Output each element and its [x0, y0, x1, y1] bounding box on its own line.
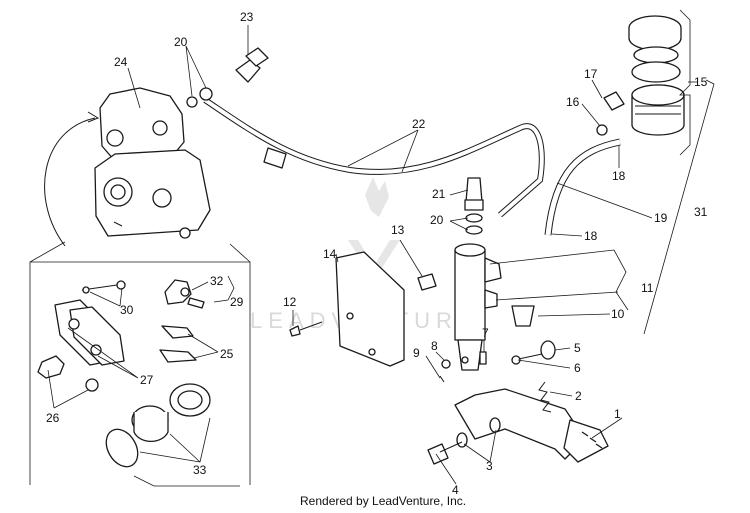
callout-31: 31: [694, 205, 708, 219]
boot[interactable]: [511, 305, 535, 327]
pad-springs[interactable]: [159, 325, 197, 363]
callout-7: 7: [482, 326, 489, 340]
detail-box-lead: [29, 241, 251, 263]
callout-10: 10: [611, 307, 625, 321]
brake-hose[interactable]: [203, 97, 545, 218]
callout-5: 5: [574, 341, 581, 355]
guard-bolt[interactable]: [289, 321, 323, 337]
callout-27: 27: [140, 373, 154, 387]
reservoir-bolt[interactable]: [596, 124, 608, 136]
reservoir-hose[interactable]: [544, 138, 621, 236]
callout-15: 15: [694, 75, 708, 89]
leader-lines: [47, 9, 715, 487]
spacer[interactable]: [417, 273, 437, 291]
hose-fitting[interactable]: [464, 177, 484, 211]
banjo-bolt-top[interactable]: [235, 47, 269, 83]
callout-4: 4: [452, 483, 459, 497]
caliper-detail-box: [29, 261, 251, 485]
callout-19: 19: [654, 211, 668, 225]
piston-and-seals[interactable]: [100, 383, 211, 472]
callout-14: 14: [323, 247, 337, 261]
brake-pedal[interactable]: [454, 388, 609, 463]
callout-6: 6: [574, 361, 581, 375]
callout-26: 26: [46, 411, 60, 425]
callout-labels: 1 2 3 3 4 5 6 7 8 9 10 11 12 13 14 15 16…: [46, 10, 708, 497]
callout-33: 33: [193, 463, 207, 477]
callout-20-mid: 20: [430, 213, 444, 227]
master-cylinder-guard[interactable]: [335, 251, 405, 367]
callout-21: 21: [432, 187, 446, 201]
callout-18-mid: 18: [584, 229, 598, 243]
callout-25: 25: [220, 347, 234, 361]
callout-2: 2: [575, 389, 582, 403]
callout-18-top: 18: [612, 169, 626, 183]
brake-reservoir[interactable]: [628, 15, 685, 136]
arrow-head: [87, 111, 100, 123]
pedal-bolt-nut[interactable]: [511, 340, 556, 365]
callout-9: 9: [413, 346, 420, 360]
callout-1: 1: [614, 407, 621, 421]
brake-caliper[interactable]: [94, 87, 211, 239]
pedal-spring[interactable]: [538, 381, 552, 413]
callout-20-top: 20: [174, 35, 188, 49]
washers-mid[interactable]: [465, 213, 483, 235]
washers-top[interactable]: [186, 87, 213, 108]
callout-11: 11: [641, 281, 654, 295]
callout-29: 29: [230, 295, 244, 309]
callout-13: 13: [391, 223, 405, 237]
caliper-detail-arrow: [44, 117, 96, 247]
footer-credit: Rendered by LeadVenture, Inc.: [300, 494, 466, 508]
brake-pads[interactable]: [54, 299, 125, 366]
callout-24: 24: [114, 55, 128, 69]
callout-30: 30: [120, 303, 134, 317]
callout-3-a: 3: [486, 459, 493, 473]
bleeder-assembly[interactable]: [164, 279, 205, 309]
hose-clamp[interactable]: [603, 91, 625, 111]
callout-22: 22: [412, 117, 426, 131]
callout-8: 8: [431, 339, 438, 353]
master-cylinder[interactable]: [454, 243, 502, 371]
callout-17: 17: [584, 67, 598, 81]
callout-23: 23: [240, 10, 254, 24]
callout-32: 32: [210, 274, 224, 288]
pad-pin[interactable]: [81, 280, 126, 294]
slide-pins[interactable]: [37, 355, 99, 392]
callout-12: 12: [283, 295, 297, 309]
callout-16: 16: [566, 95, 580, 109]
pivot-parts[interactable]: [427, 417, 501, 465]
